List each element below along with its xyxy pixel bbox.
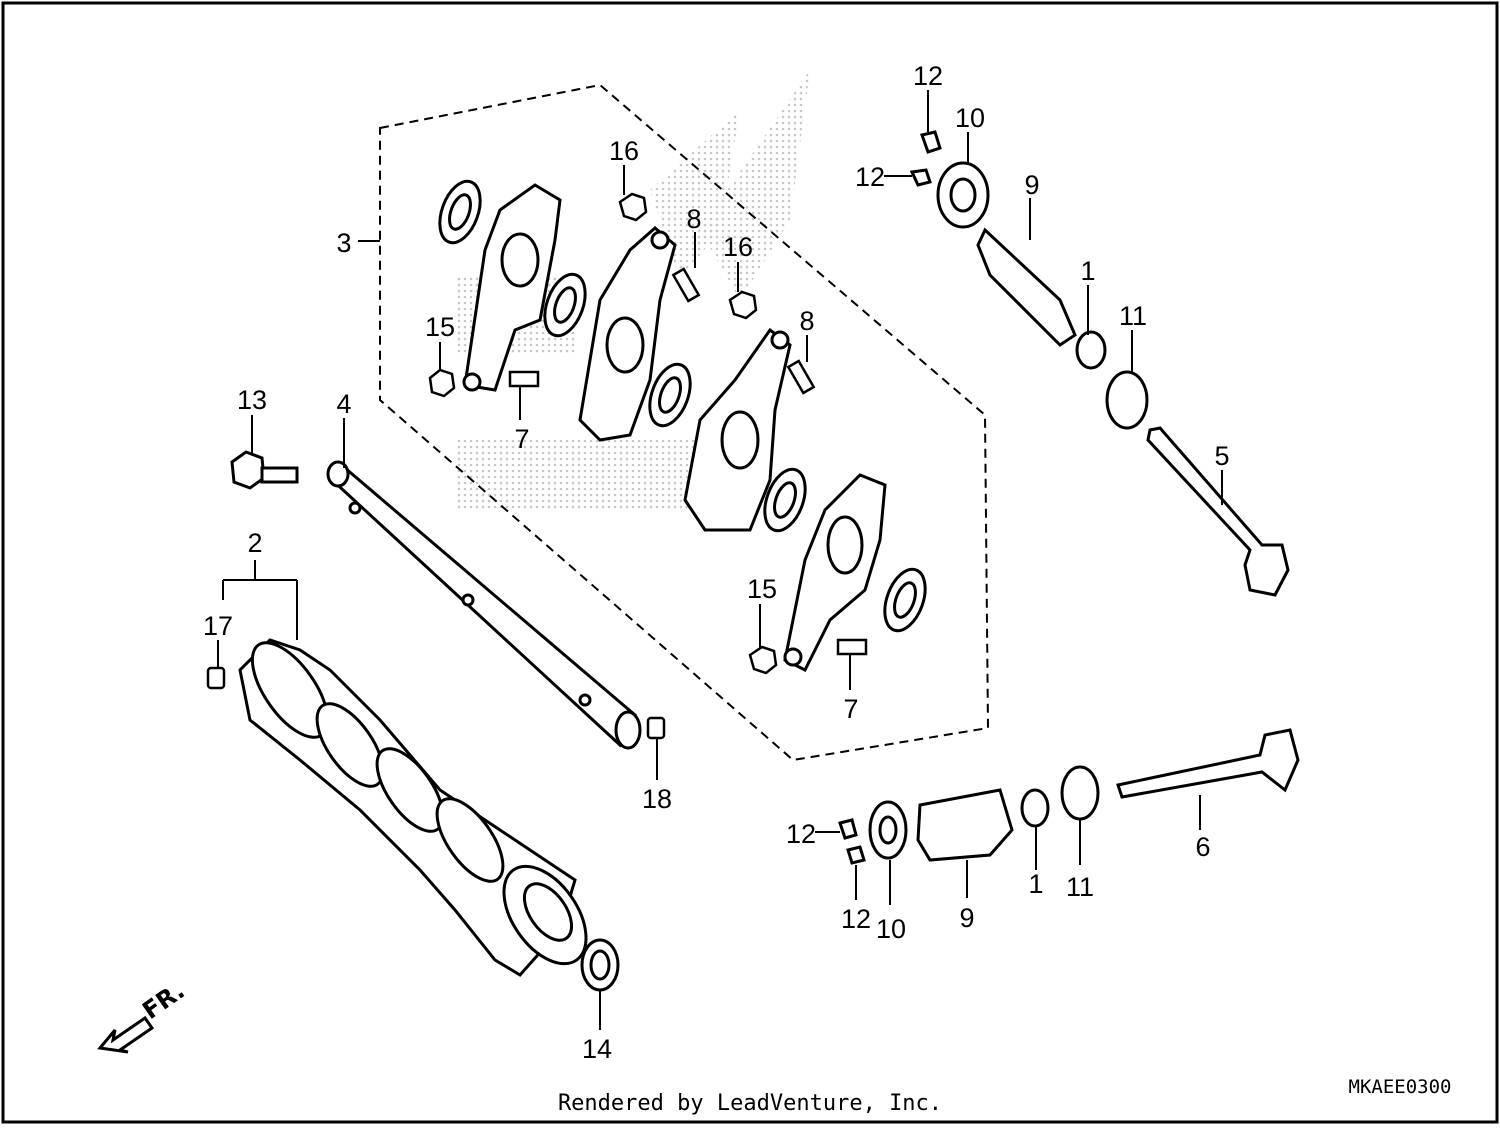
- callout-16a: 16: [609, 136, 639, 166]
- callout-12d: 12: [841, 904, 871, 934]
- callout-3: 3: [336, 228, 351, 258]
- callout-15a: 15: [425, 312, 455, 342]
- callout-13: 13: [237, 385, 267, 415]
- callout-11a: 11: [1119, 301, 1147, 331]
- rocker-arm-4: [783, 473, 887, 673]
- front-direction-arrow: FR.: [97, 976, 190, 1054]
- rocker-arm-1: [462, 183, 562, 392]
- lower-valve-group: [838, 728, 1300, 865]
- callout-16b: 16: [723, 232, 753, 262]
- callout-18: 18: [642, 784, 672, 814]
- callout-9b: 9: [959, 903, 974, 933]
- thrust-washers: [438, 179, 927, 633]
- rocker-arm-assembly-boundary: [379, 83, 990, 762]
- callout-8a: 8: [686, 204, 701, 234]
- callout-17: 17: [203, 611, 233, 641]
- callout-10a: 10: [955, 103, 985, 133]
- callout-14: 14: [582, 1034, 612, 1064]
- callout-12a: 12: [913, 61, 943, 91]
- callout-4: 4: [336, 389, 351, 419]
- callout-5: 5: [1214, 441, 1229, 471]
- callout-9a: 9: [1024, 170, 1039, 200]
- rocker-arm-2: [578, 226, 677, 442]
- camshaft: [238, 638, 588, 977]
- callout-10b: 10: [876, 914, 906, 944]
- callout-2: 2: [247, 528, 262, 558]
- callout-1a: 1: [1080, 256, 1095, 286]
- lock-nuts: [428, 192, 778, 675]
- adjusting-screws: [508, 267, 868, 656]
- callout-8b: 8: [799, 306, 814, 336]
- callout-7a: 7: [514, 424, 529, 454]
- rocker-shaft: [326, 460, 642, 750]
- callout-labels: 3 4 13 2 17 18 14 15 15 16 16 8 8 7 7 12…: [203, 61, 1230, 1064]
- callout-11b: 11: [1066, 872, 1094, 902]
- callout-12c: 12: [786, 819, 816, 849]
- callout-6: 6: [1195, 832, 1210, 862]
- leader-lines: [217, 90, 1223, 1030]
- callout-7b: 7: [843, 694, 858, 724]
- callout-1b: 1: [1028, 869, 1043, 899]
- rocker-arm-3: [683, 327, 792, 532]
- callout-15b: 15: [747, 574, 777, 604]
- brand-watermark: [455, 70, 810, 510]
- footer-credit: Rendered by LeadVenture, Inc.: [557, 1091, 943, 1116]
- bolt: [230, 450, 299, 490]
- cam-nut: [580, 938, 620, 992]
- callout-12b: 12: [855, 162, 885, 192]
- diagram-code: MKAEE0300: [1349, 1076, 1452, 1098]
- upper-valve-group: [909, 130, 1290, 597]
